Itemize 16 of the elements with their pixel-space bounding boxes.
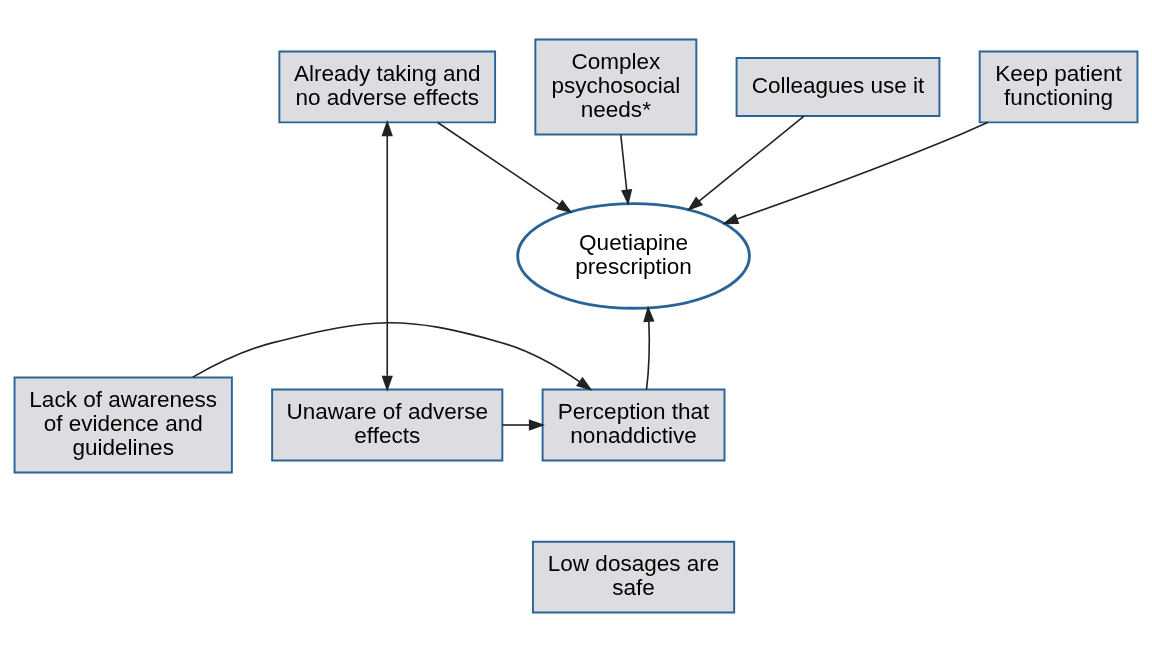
node-box: Colleagues use it [735, 56, 941, 117]
arrow [687, 114, 806, 211]
arrow [619, 133, 633, 206]
arrow [643, 305, 655, 390]
arrow [722, 121, 989, 224]
node-box: Low dosages are safe [531, 540, 736, 614]
node-box: Keep patient functioning [978, 50, 1139, 123]
arrow [381, 119, 393, 392]
node-box: Already taking and no adverse effects [278, 50, 497, 123]
node-box: Unaware of adverse effects [271, 388, 504, 461]
node-box: Lack of awareness of evidence and guidelines [13, 376, 233, 473]
node-box: Complex psychosocial needs* [534, 37, 698, 135]
arrow [436, 121, 573, 213]
arrow [501, 418, 545, 431]
node-box: Perception that nonaddictive [541, 388, 726, 461]
arrow [192, 321, 593, 391]
